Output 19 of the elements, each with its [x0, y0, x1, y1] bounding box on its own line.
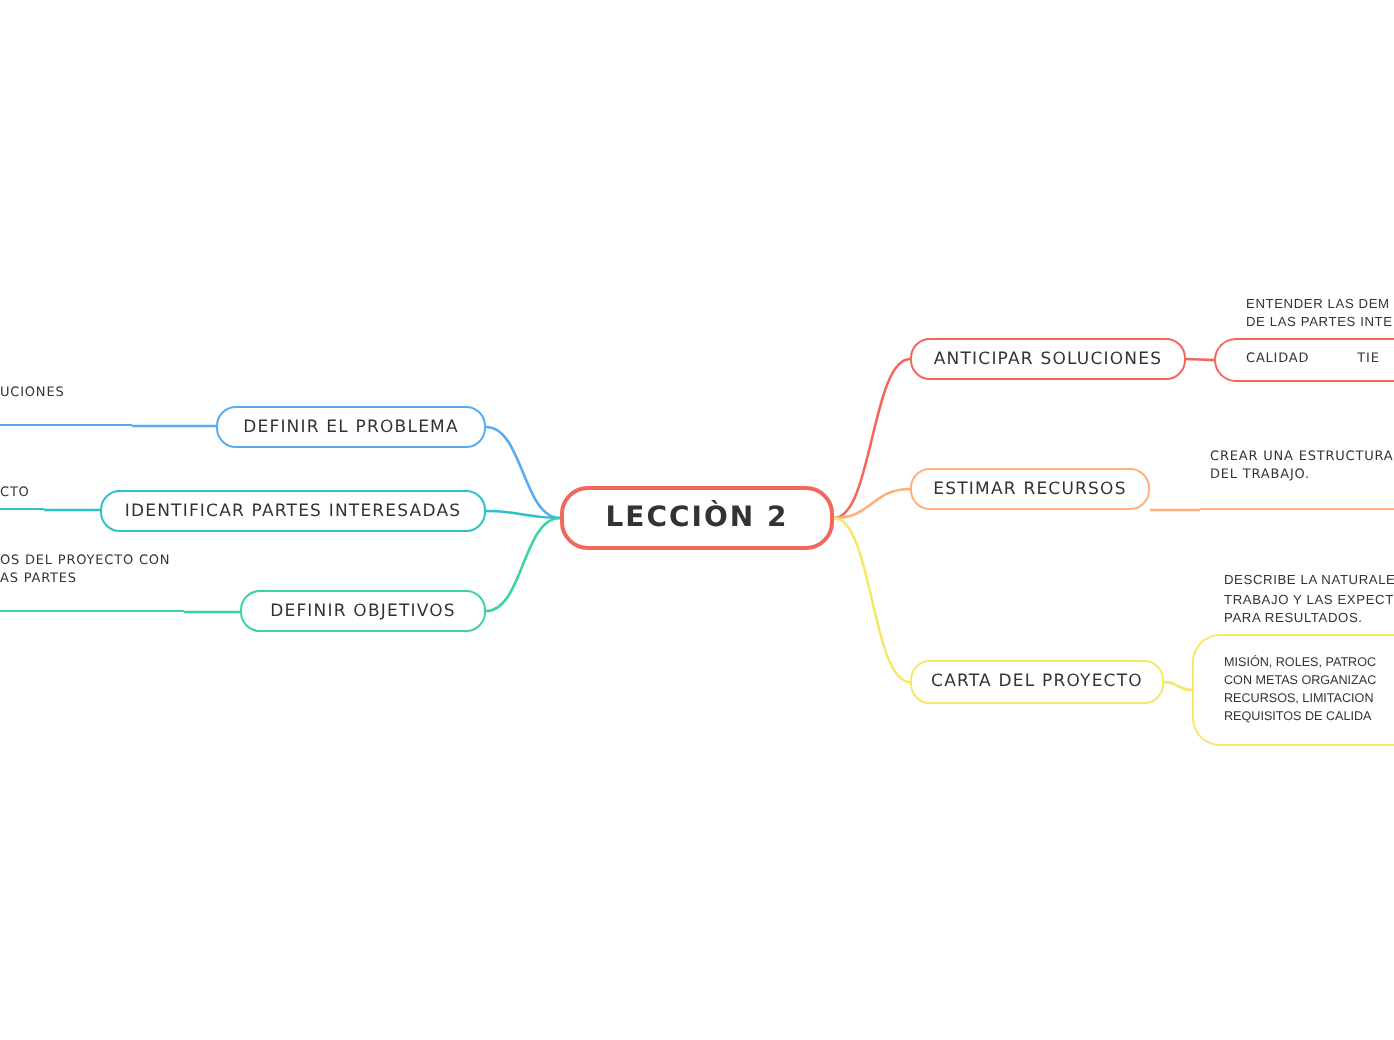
connector [44, 508, 100, 512]
connector [485, 516, 561, 613]
connector [1186, 357, 1214, 362]
connector [485, 509, 561, 520]
connector [833, 516, 911, 684]
topic-pill: ANTICIPAR SOLUCIONES [910, 338, 1186, 380]
topic-pill: ESTIMAR RECURSOS [910, 468, 1150, 510]
connector [1150, 508, 1200, 512]
connector [132, 424, 216, 428]
topic-pill: IDENTIFICAR PARTES INTERESADAS [100, 490, 486, 532]
topic-pill: DEFINIR EL PROBLEMA [216, 406, 486, 448]
connector [833, 357, 911, 520]
connector [485, 425, 561, 520]
connector [833, 487, 911, 520]
topic-pill: DEFINIR OBJETIVOS [240, 590, 486, 632]
connector [1163, 680, 1193, 692]
connector [184, 610, 240, 614]
central-topic: LECCIÒN 2 [560, 486, 834, 550]
topic-pill: CARTA DEL PROYECTO [910, 660, 1164, 704]
